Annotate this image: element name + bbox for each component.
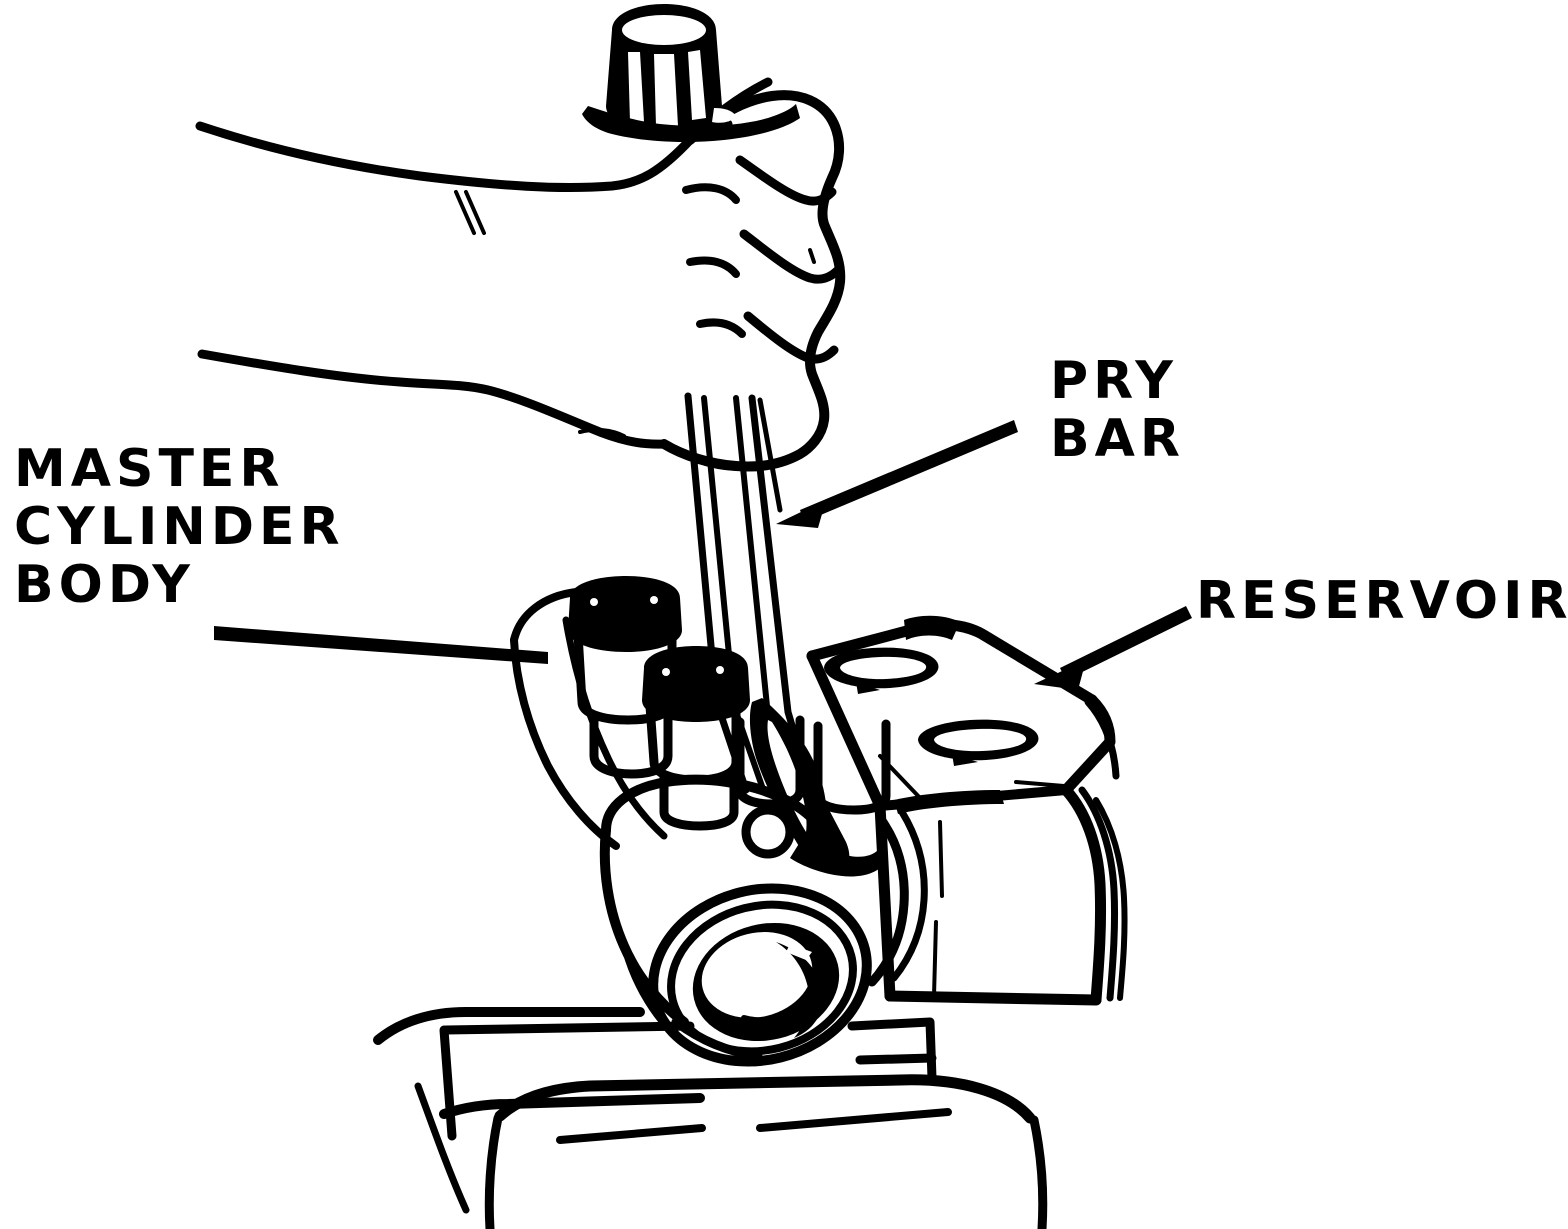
vise-jaw [373,1007,1048,1229]
hand-fist [659,90,846,472]
leader-lines [214,420,1192,690]
reservoir [806,615,1128,1006]
outlet-port-front [642,646,750,831]
pry-bar-arrowhead [776,500,826,528]
outlet-port-rear [568,576,682,779]
reservoir-slot-front [918,719,1039,766]
reservoir-slot-rear [824,647,939,694]
master-cylinder-body [510,576,928,1067]
cylinder-bore [648,883,872,1067]
label-master-cylinder-body: MASTER CYLINDER BODY [14,439,345,615]
leader-pry-bar [800,420,1018,522]
leader-reservoir [1060,606,1192,680]
pry-bar-handle [582,4,800,142]
label-pry-bar: PRY BAR [1050,351,1185,469]
reservoir-arrowhead [1034,660,1086,690]
label-reservoir: RESERVOIR [1196,571,1568,631]
leader-master-cylinder-body [214,626,548,664]
